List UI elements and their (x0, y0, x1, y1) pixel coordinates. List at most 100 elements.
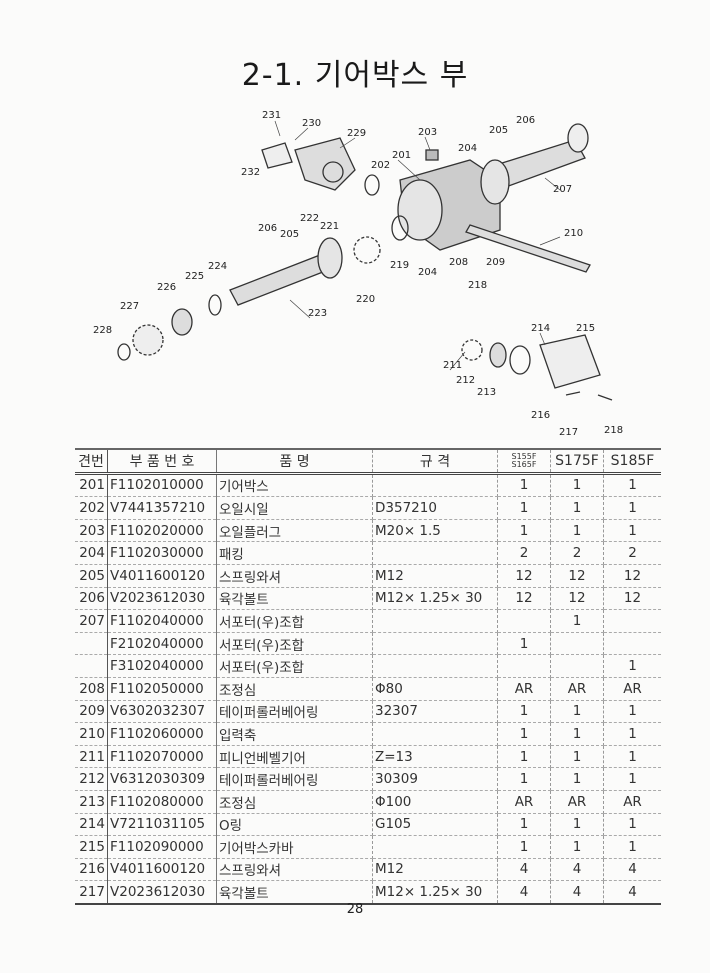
spec: Φ100 (372, 790, 498, 814)
callout-220: 220 (356, 294, 375, 305)
qty-s185f: 2 (603, 541, 661, 565)
qty-s175f: 1 (550, 745, 604, 769)
page-title: 2-1. 기어박스 부 (241, 58, 469, 93)
spec: Z=13 (372, 745, 498, 769)
qty-s175f: 12 (550, 587, 604, 611)
callout-215: 215 (576, 323, 595, 334)
qty-s155f-s165f (497, 654, 551, 678)
qty-s175f (550, 654, 604, 678)
callout-210: 210 (564, 228, 583, 239)
qty-s175f: 12 (550, 564, 604, 588)
qty-s155f-s165f: 1 (497, 722, 551, 746)
callout-207: 207 (553, 184, 572, 195)
spec: M12 (372, 564, 498, 588)
qty-s185f: 12 (603, 587, 661, 611)
callout-219: 219 (390, 260, 409, 271)
part-name: 서포터(우)조합 (216, 654, 373, 678)
spec: M20× 1.5 (372, 519, 498, 543)
qty-s155f-s165f: AR (497, 677, 551, 701)
spec: D357210 (372, 496, 498, 520)
spec (372, 835, 498, 859)
item-number: 216 (75, 858, 108, 882)
header-s155f: S155F (511, 451, 537, 461)
part-name: 기어박스카바 (216, 835, 373, 859)
spec: M12× 1.25× 30 (372, 880, 498, 905)
spec (372, 632, 498, 656)
part-name: 스프링와셔 (216, 564, 373, 588)
part-name: 기어박스 (216, 473, 373, 498)
qty-s175f: 1 (550, 609, 604, 633)
qty-s185f: 1 (603, 813, 661, 837)
qty-s185f: 4 (603, 858, 661, 882)
part-name: 서포터(우)조합 (216, 632, 373, 656)
callout-228: 228 (93, 325, 112, 336)
callout-222: 222 (300, 213, 319, 224)
qty-s185f: 1 (603, 496, 661, 520)
callout-206: 206 (258, 223, 277, 234)
qty-s155f-s165f: AR (497, 790, 551, 814)
item-number: 217 (75, 880, 108, 905)
item-number: 211 (75, 745, 108, 769)
qty-s155f-s165f: 12 (497, 587, 551, 611)
part-number: V4011600120 (107, 564, 217, 588)
part-number: F1102080000 (107, 790, 217, 814)
qty-s155f-s165f: 1 (497, 767, 551, 791)
qty-s175f: 4 (550, 858, 604, 882)
callout-204: 204 (418, 267, 437, 278)
qty-s155f-s165f: 12 (497, 564, 551, 588)
item-number: 201 (75, 473, 108, 498)
item-number: 208 (75, 677, 108, 701)
callout-227: 227 (120, 301, 139, 312)
qty-s175f: 1 (550, 767, 604, 791)
header-no: 견번 (75, 447, 108, 475)
part-number: V6302032307 (107, 700, 217, 724)
part-name: 테이퍼롤러베어링 (216, 700, 373, 724)
qty-s155f-s165f: 1 (497, 745, 551, 769)
part-number: V7441357210 (107, 496, 217, 520)
part-number: F3102040000 (107, 654, 217, 678)
header-s165f: S165F (511, 459, 537, 469)
qty-s185f: AR (603, 790, 661, 814)
part-number: V6312030309 (107, 767, 217, 791)
part-name: 패킹 (216, 541, 373, 565)
qty-s155f-s165f: 1 (497, 519, 551, 543)
callout-216: 216 (531, 410, 550, 421)
qty-s175f (550, 632, 604, 656)
gearbox-exploded-diagram: 231 230 229 232 203 205 206 201 204 202 … (93, 110, 623, 438)
spec: 32307 (372, 700, 498, 724)
qty-s175f: 2 (550, 541, 604, 565)
item-number: 212 (75, 767, 108, 791)
part-name: 조정심 (216, 677, 373, 701)
qty-s185f (603, 609, 661, 633)
qty-s155f-s165f: 4 (497, 880, 551, 905)
item-number: 204 (75, 541, 108, 565)
qty-s175f: 1 (550, 700, 604, 724)
header-s155f-s165f: S155F S165F (497, 447, 551, 475)
page-number: 28 (346, 902, 364, 917)
part-number: F1102010000 (107, 473, 217, 498)
qty-s155f-s165f: 1 (497, 700, 551, 724)
callout-211: 211 (443, 360, 462, 371)
part-name: 스프링와셔 (216, 858, 373, 882)
part-name: O링 (216, 813, 373, 837)
callout-224: 224 (208, 261, 227, 272)
qty-s185f: 1 (603, 700, 661, 724)
callout-203: 203 (418, 127, 437, 138)
item-number: 205 (75, 564, 108, 588)
qty-s185f: 1 (603, 745, 661, 769)
part-number: V4011600120 (107, 858, 217, 882)
qty-s185f: 1 (603, 519, 661, 543)
part-number: V2023612030 (107, 880, 217, 905)
qty-s185f: 1 (603, 722, 661, 746)
